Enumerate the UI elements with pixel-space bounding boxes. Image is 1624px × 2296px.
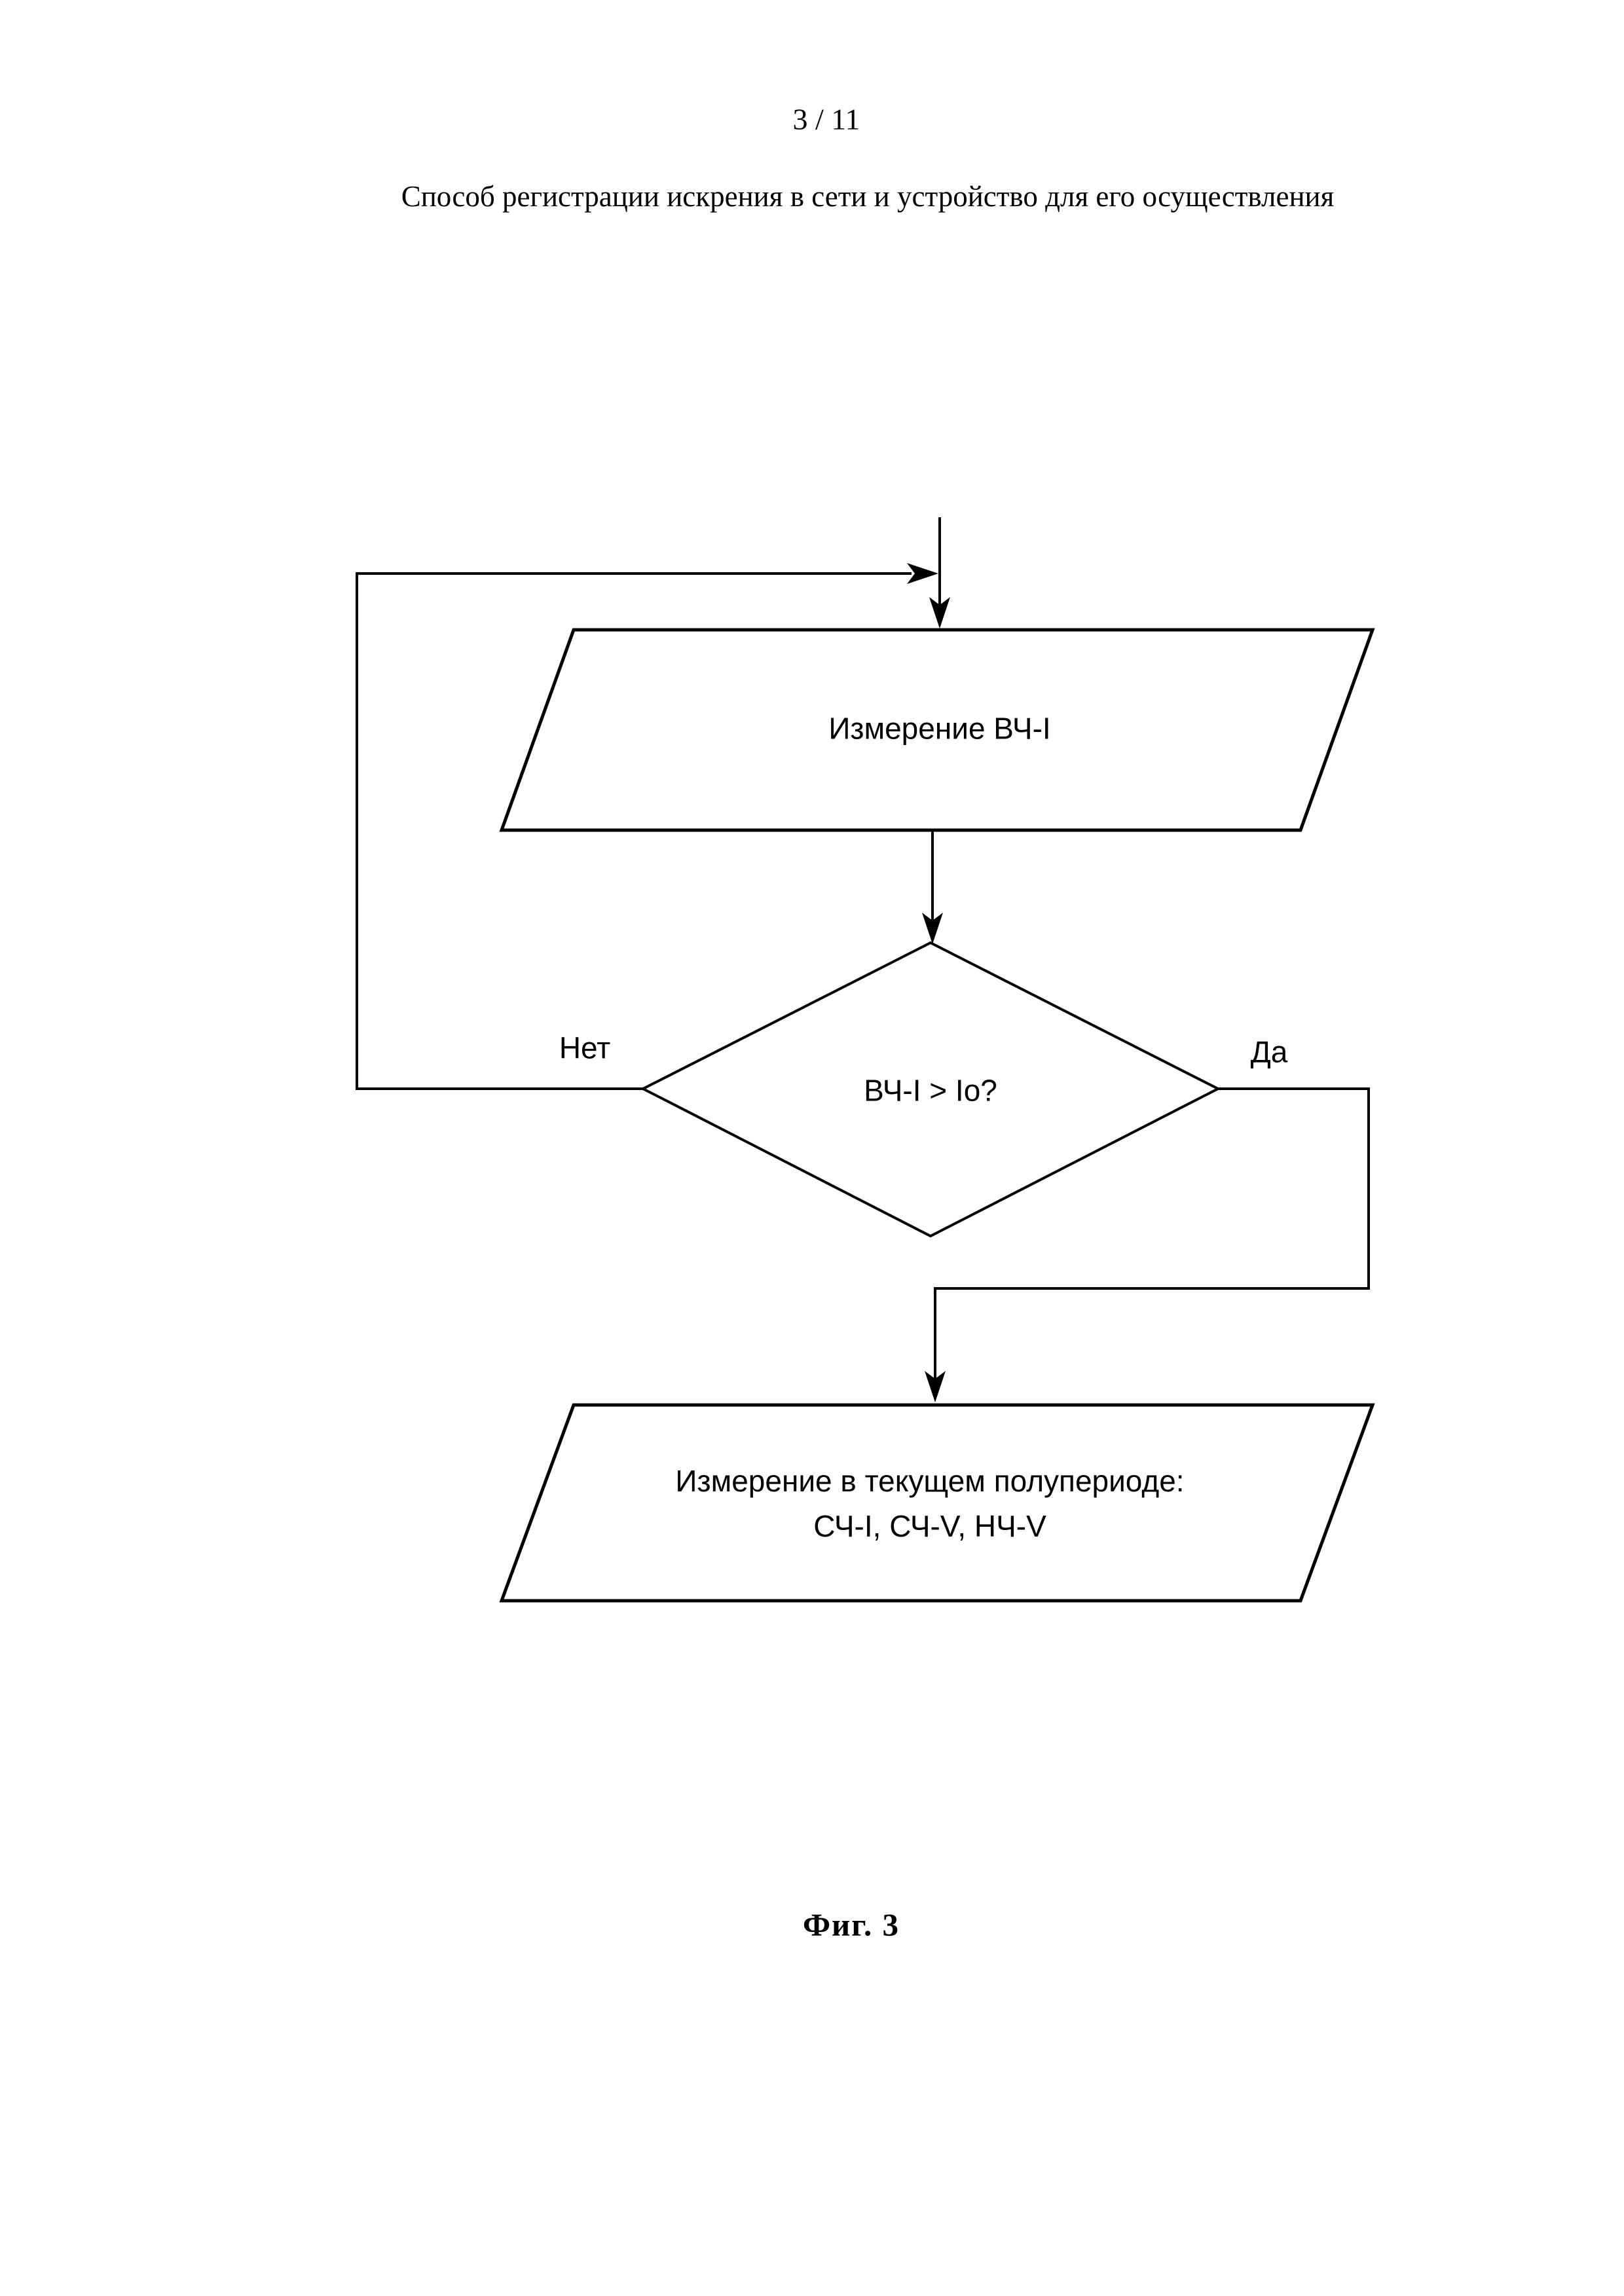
page-number: 3 / 11	[792, 102, 860, 136]
process-parallelogram-measure-hf	[499, 628, 1375, 832]
no-branch-label: Нет	[559, 1030, 611, 1065]
arrowhead-down-yes-branch	[925, 1371, 946, 1402]
document-title: Способ регистрации искрения в сети и уст…	[401, 180, 1335, 213]
process1-label: Измерение ВЧ-I	[828, 711, 1051, 746]
process2-label-line1: Измерение в текущем полупериоде:	[675, 1464, 1185, 1498]
arrowhead-right-no-branch	[907, 563, 938, 584]
yes-branch-line	[934, 1087, 1370, 1394]
process-parallelogram-measure-halfperiod	[499, 1403, 1375, 1603]
figure-caption: Фиг. 3	[802, 1906, 900, 1943]
process2-label: Измерение в текущем полупериоде: СЧ-I, С…	[675, 1459, 1184, 1549]
yes-branch-label: Да	[1250, 1034, 1288, 1069]
arrowhead-down-entry	[929, 597, 950, 629]
process2-label-line2: СЧ-I, СЧ-V, НЧ-V	[813, 1509, 1046, 1543]
decision-label: ВЧ-I > Io?	[864, 1073, 997, 1108]
arrowhead-down-to-decision	[922, 913, 943, 944]
decision-diamond	[640, 941, 1221, 1238]
no-branch-loop-line	[356, 572, 912, 1090]
